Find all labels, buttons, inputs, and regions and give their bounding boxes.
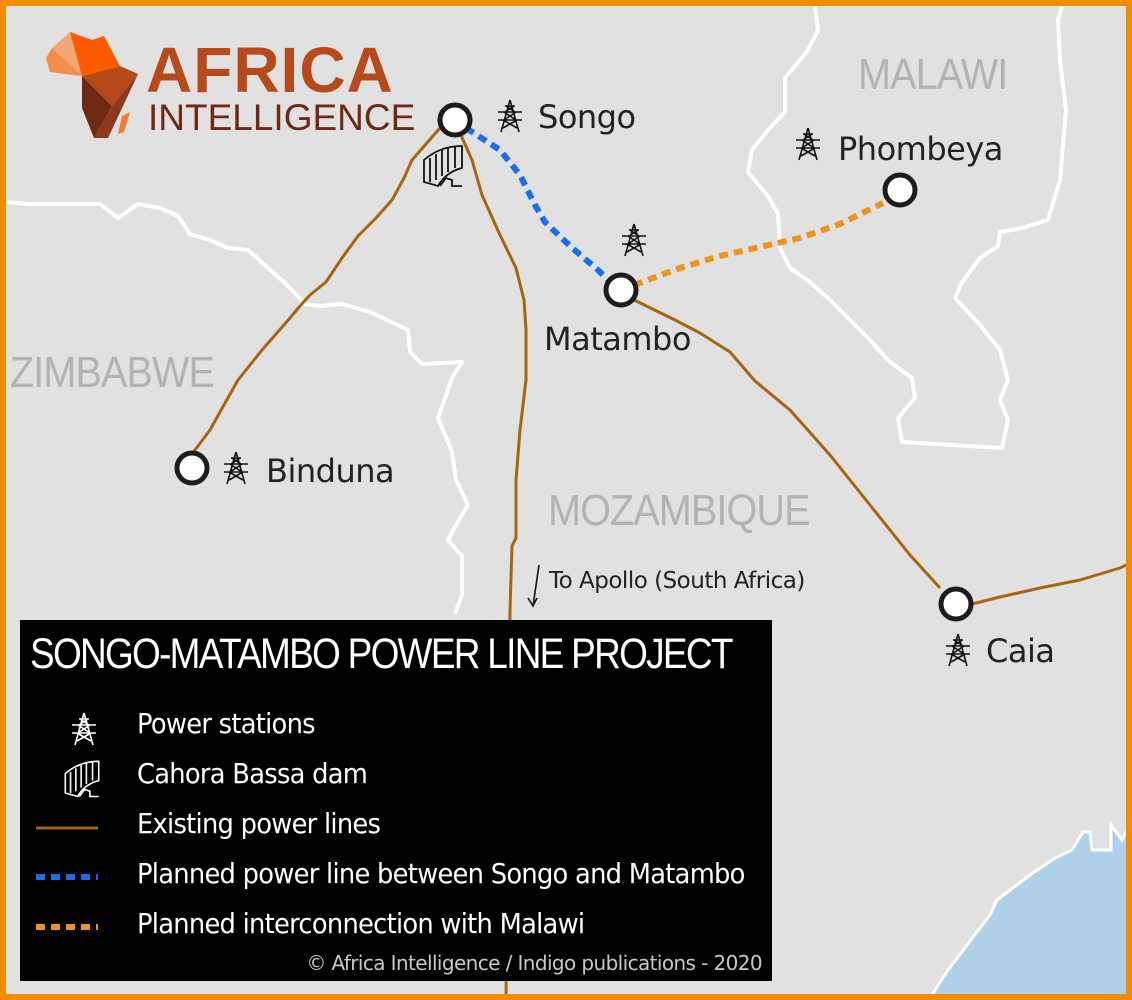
planned-line-songo-matambo <box>464 125 616 288</box>
interconnection-swatch <box>36 924 98 930</box>
existing-power-lines <box>184 127 1126 994</box>
place-label-songo: Songo <box>538 98 636 136</box>
country-borders <box>6 6 1068 615</box>
legend-title: SONGO-MATAMBO POWER LINE PROJECT <box>30 630 733 678</box>
place-label-binduna: Binduna <box>266 452 395 490</box>
place-label-phombeya: Phombeya <box>838 130 1003 168</box>
legend-item-dam: Cahora Bassa dam <box>20 757 772 801</box>
credit-text: © Africa Intelligence / Indigo publicati… <box>306 951 762 975</box>
place-label-caia: Caia <box>986 632 1055 670</box>
logo-subtitle: INTELLIGENCE <box>148 97 416 138</box>
dam-icon <box>64 760 100 798</box>
legend-item-interconnection: Planned interconnection with Malawi <box>20 907 772 951</box>
country-label-zimbabwe: ZIMBABWE <box>10 348 215 397</box>
existing-line-swatch <box>36 826 98 830</box>
legend-item-power-stations: Power stations <box>20 707 772 751</box>
apollo-note: To Apollo (South Africa) <box>549 568 805 594</box>
arrow-down-icon <box>527 564 540 608</box>
legend-item-existing-lines: Existing power lines <box>20 807 772 851</box>
dam-icon <box>423 145 463 188</box>
nodes <box>174 102 974 622</box>
power-station-icon <box>71 712 97 746</box>
ocean <box>930 820 1126 994</box>
legend-item-planned-line: Planned power line between Songo and Mat… <box>20 857 772 901</box>
planned-line-swatch <box>36 874 98 880</box>
planned-interconnection-malawi <box>632 200 885 288</box>
country-label-malawi: MALAWI <box>858 50 1008 99</box>
logo-title: AFRICA <box>146 34 394 106</box>
africa-map-logo-icon <box>46 32 138 138</box>
place-label-matambo: Matambo <box>544 320 691 358</box>
country-label-mozambique: MOZAMBIQUE <box>548 486 811 535</box>
legend-panel: SONGO-MATAMBO POWER LINE PROJECT Power s… <box>20 620 772 981</box>
africa-intelligence-logo: AFRICA INTELLIGENCE <box>42 28 416 143</box>
